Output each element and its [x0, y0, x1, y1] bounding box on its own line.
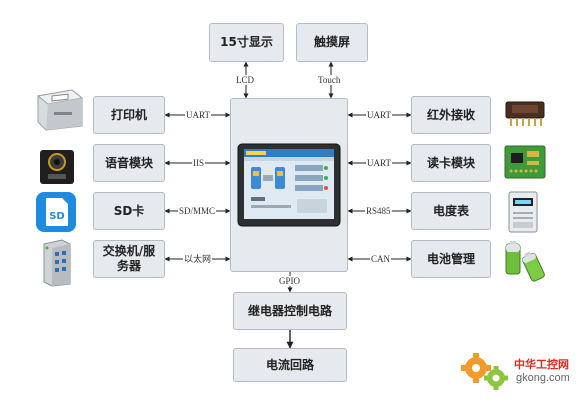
card-reader-box: 读卡模块 [411, 144, 491, 182]
sd-card-box: SD卡 [93, 192, 165, 230]
voice-module-box: 语音模块 [93, 144, 165, 182]
central-controller [230, 98, 348, 272]
ir-receiver-box: 红外接收 [411, 96, 491, 134]
current-loop-box: 电流回路 [233, 348, 347, 382]
uart-right-label: UART [366, 158, 392, 168]
energy-meter-icon [508, 191, 538, 233]
touchscreen-box: 触摸屏 [296, 23, 368, 62]
printer-box: 打印机 [93, 96, 165, 134]
card-reader-icon [504, 145, 546, 179]
lcd-connector-label: LCD [235, 75, 255, 85]
display-box: 15寸显示 [209, 23, 284, 62]
battery-management-box: 电池管理 [411, 240, 491, 278]
switch-server-box: 交换机/服 务器 [93, 240, 165, 278]
printer-icon [36, 89, 84, 131]
ethernet-label: 以太网 [183, 254, 213, 264]
watermark: 中华工控网 gkong.com [460, 350, 578, 394]
hmi-panel-icon [237, 143, 341, 227]
uart-right-top-label: UART [366, 110, 392, 120]
relay-control-box: 继电器控制电路 [233, 292, 347, 330]
network-switch-icon [43, 239, 71, 287]
touch-connector-label: Touch [317, 75, 342, 85]
uart-left-label: UART [185, 110, 211, 120]
speaker-icon [40, 150, 74, 184]
can-label: CAN [370, 254, 392, 264]
rs485-label: RS485 [365, 206, 392, 216]
gear-logo-icon [461, 353, 508, 390]
watermark-brand: 中华工控网 [514, 358, 569, 371]
sdmmc-label: SD/MMC [178, 206, 217, 216]
gpio-label: GPIO [278, 276, 302, 286]
watermark-domain: gkong.com [516, 372, 570, 384]
energy-meter-box: 电度表 [411, 192, 491, 230]
iis-label: IIS [192, 158, 205, 168]
sd-card-icon: SD [36, 192, 76, 232]
battery-icon [505, 241, 545, 282]
ir-receiver-icon [505, 101, 545, 126]
svg-text:SD: SD [49, 211, 65, 222]
